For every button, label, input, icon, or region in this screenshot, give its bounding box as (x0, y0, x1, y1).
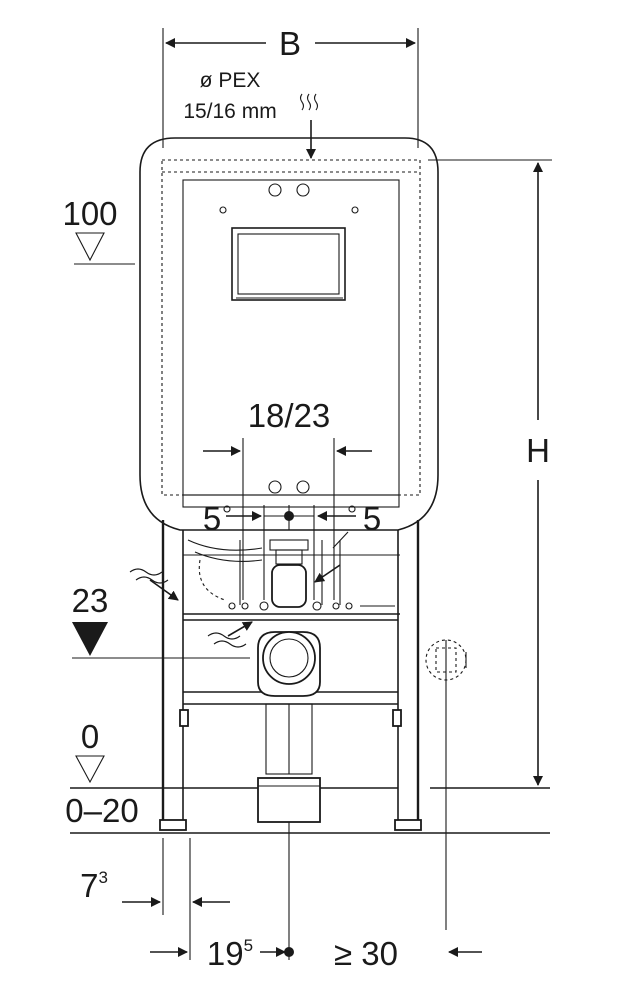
offset-left-label: 5 (203, 500, 221, 537)
span-18-23-label: 18/23 (248, 397, 331, 434)
water-flow-icon-lower (207, 621, 253, 648)
offset-right-label: 5 (363, 500, 381, 537)
dim-7-label: 73 (80, 867, 108, 904)
height-dimension: H (428, 159, 552, 786)
side-connection (425, 639, 467, 930)
level-23-marker: 23 (72, 582, 250, 659)
dim-30-label: ≥ 30 (334, 935, 398, 972)
cistern-body (139, 137, 439, 531)
floor-lines (70, 787, 550, 834)
level-0-marker: 0 (75, 718, 105, 784)
water-flow-icon-left (129, 568, 179, 601)
level-0-20-label: 0–20 (65, 792, 138, 829)
dim-19-label: 195 (207, 935, 253, 972)
offset-dimensions: 5 5 (203, 500, 381, 600)
level-0-label: 0 (81, 718, 99, 755)
bottom-dimensions: 73 195 ≥ 30 (80, 822, 482, 972)
pex-label-line2: 15/16 mm (183, 100, 276, 123)
level-100-label: 100 (62, 195, 117, 232)
span-18-23-dimension: 18/23 (203, 397, 372, 600)
level-100-marker: 100 (62, 195, 135, 265)
level-23-label: 23 (72, 582, 109, 619)
pex-label-line1: ø PEX (200, 69, 261, 92)
width-label: B (279, 25, 301, 62)
height-label: H (526, 432, 550, 469)
width-dimension: B (162, 25, 419, 148)
water-supply-icon (299, 93, 319, 159)
drain-pipe (257, 631, 321, 823)
lower-mechanism (182, 480, 400, 615)
